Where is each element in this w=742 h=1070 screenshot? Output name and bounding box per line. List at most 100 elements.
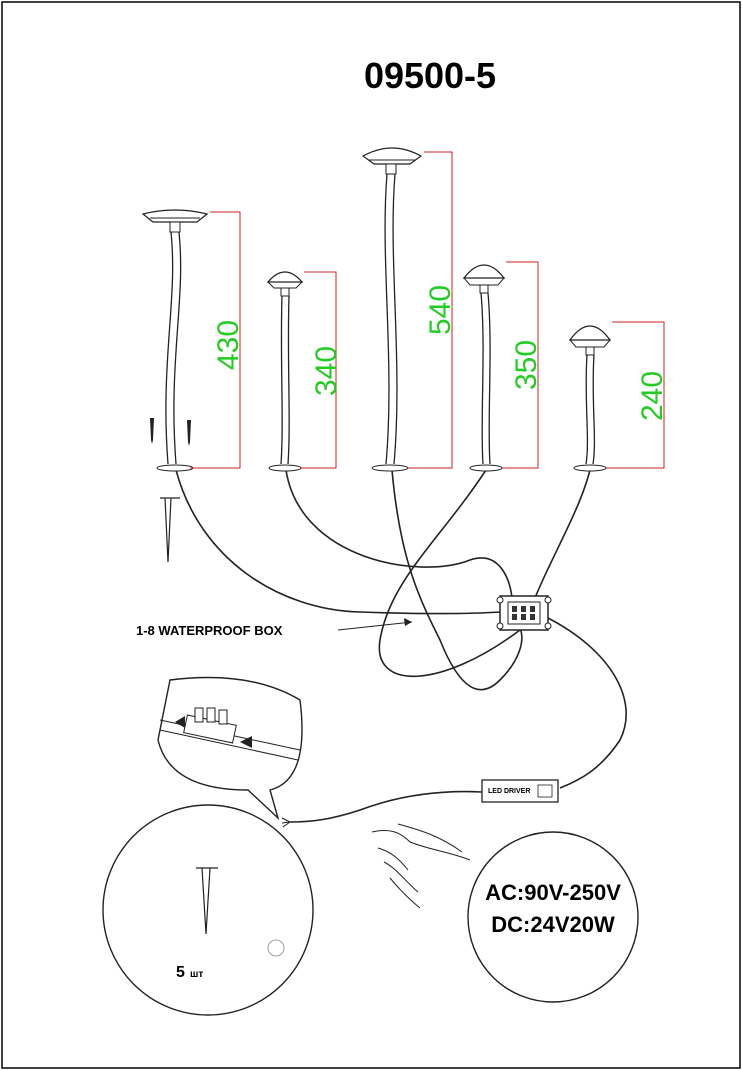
lamp-pole-left xyxy=(280,295,283,465)
power-spec-circle: AC:90V-250V DC:24V20W xyxy=(467,831,639,1003)
lamp-base-plate xyxy=(268,464,302,472)
lamp-240: 240 xyxy=(568,321,669,472)
wire-lamp-540 xyxy=(391,469,523,691)
terminal xyxy=(521,606,526,612)
wire-lamp-350 xyxy=(378,469,521,678)
cable-gland xyxy=(496,596,504,604)
ac-spec-text: AC:90V-250V xyxy=(485,880,621,905)
led-driver-label: LED DRIVER xyxy=(488,788,530,795)
hand-outline xyxy=(389,877,421,909)
lamp-base-plate xyxy=(573,464,607,472)
lamp-head-rim xyxy=(266,281,304,289)
lamp-head-dome xyxy=(266,271,304,283)
lamp-neck xyxy=(479,284,489,294)
lamp-neck xyxy=(280,287,290,297)
terminal xyxy=(521,614,526,620)
waterproof-box xyxy=(496,595,552,631)
dimension-line-340 xyxy=(300,271,337,469)
strip-edge xyxy=(159,729,299,761)
screw-icon xyxy=(187,420,191,446)
waterproof-box-label: 1-8 WATERPROOF BOX xyxy=(136,623,283,638)
lamp-pole-right xyxy=(392,173,398,465)
hand-outline xyxy=(383,861,419,893)
terminal xyxy=(530,614,535,620)
connector-post xyxy=(218,709,228,725)
lamp-540: 540 xyxy=(361,147,457,472)
hand-outline xyxy=(397,823,463,853)
quantity-number: 5 xyxy=(176,964,185,981)
height-label-240: 240 xyxy=(636,371,669,421)
model-title: 09500-5 xyxy=(364,55,496,96)
dc-spec-text: DC:24V20W xyxy=(491,912,615,937)
lamp-neck xyxy=(169,221,181,233)
lamp-head-rim xyxy=(462,277,506,286)
wire-lamp-430 xyxy=(175,469,501,615)
lamp-head-dome xyxy=(462,264,506,279)
wiring xyxy=(175,469,627,828)
height-label-340: 340 xyxy=(310,346,343,396)
ground-spike-icon xyxy=(160,497,180,563)
lamp-head-dome xyxy=(568,325,612,341)
lamp-pole-left xyxy=(165,231,174,465)
connector-detail-callout xyxy=(157,676,303,821)
terminal xyxy=(512,614,517,620)
lamp-pole-right xyxy=(487,292,491,465)
driver-plate xyxy=(537,784,553,798)
lamp-340: 340 xyxy=(266,271,343,472)
dimension-line-350 xyxy=(502,261,539,469)
mains-wire-ends xyxy=(281,817,291,828)
lamp-neck xyxy=(585,346,595,356)
hand-outline xyxy=(377,847,409,871)
screw-icon xyxy=(150,418,154,444)
accessories-circle: 5 шт xyxy=(102,804,314,1016)
lamp-pole-right xyxy=(287,295,290,465)
quantity-unit: шт xyxy=(190,969,203,980)
lamp-base-plate xyxy=(469,464,503,472)
height-label-540: 540 xyxy=(424,285,457,335)
hand-outline xyxy=(371,829,471,861)
wire-box-to-driver xyxy=(547,617,627,789)
led-driver: LED DRIVER xyxy=(481,779,559,803)
height-label-350: 350 xyxy=(510,340,543,390)
wire-lamp-340 xyxy=(285,469,513,599)
lamp-430: 430 xyxy=(141,209,245,563)
hand-icon xyxy=(371,823,471,909)
wire-lamp-240 xyxy=(534,469,591,599)
connector-post xyxy=(194,707,204,723)
dimension-line-540 xyxy=(408,151,453,469)
lamp-base-plate xyxy=(156,464,194,472)
callout-bubble xyxy=(157,676,303,821)
lamp-head-disc xyxy=(141,209,209,223)
lamp-pole-right xyxy=(173,231,182,465)
spec-circle-outline xyxy=(467,831,639,1003)
small-part-icon xyxy=(267,939,285,957)
terminal xyxy=(512,606,517,612)
strip-arrow-icon xyxy=(175,716,185,728)
cable-gland xyxy=(496,622,504,630)
connector-post xyxy=(206,707,216,723)
lamp-neck xyxy=(385,163,397,175)
dimension-line-240 xyxy=(606,321,665,469)
wire-driver-to-mains xyxy=(289,790,483,823)
ground-spike-icon xyxy=(196,867,218,935)
dimension-line-430 xyxy=(190,211,241,469)
lamp-base-plate xyxy=(371,464,409,472)
lamp-head-disc xyxy=(361,147,423,165)
lamp-pole-left xyxy=(480,292,484,465)
strip-arrow-icon xyxy=(240,736,252,748)
lamp-pole-left xyxy=(585,354,589,465)
box-leader-line xyxy=(337,621,413,631)
height-label-430: 430 xyxy=(212,320,245,370)
lamp-350: 350 xyxy=(462,261,543,472)
terminal xyxy=(530,606,535,612)
arrow-icon xyxy=(404,618,412,626)
cable-gland xyxy=(544,622,552,630)
lamp-head-rim xyxy=(568,339,612,348)
lamp-pole-left xyxy=(384,173,390,465)
box-terminal-area xyxy=(507,601,541,625)
lamp-pole-right xyxy=(592,354,596,465)
cable-gland xyxy=(544,596,552,604)
